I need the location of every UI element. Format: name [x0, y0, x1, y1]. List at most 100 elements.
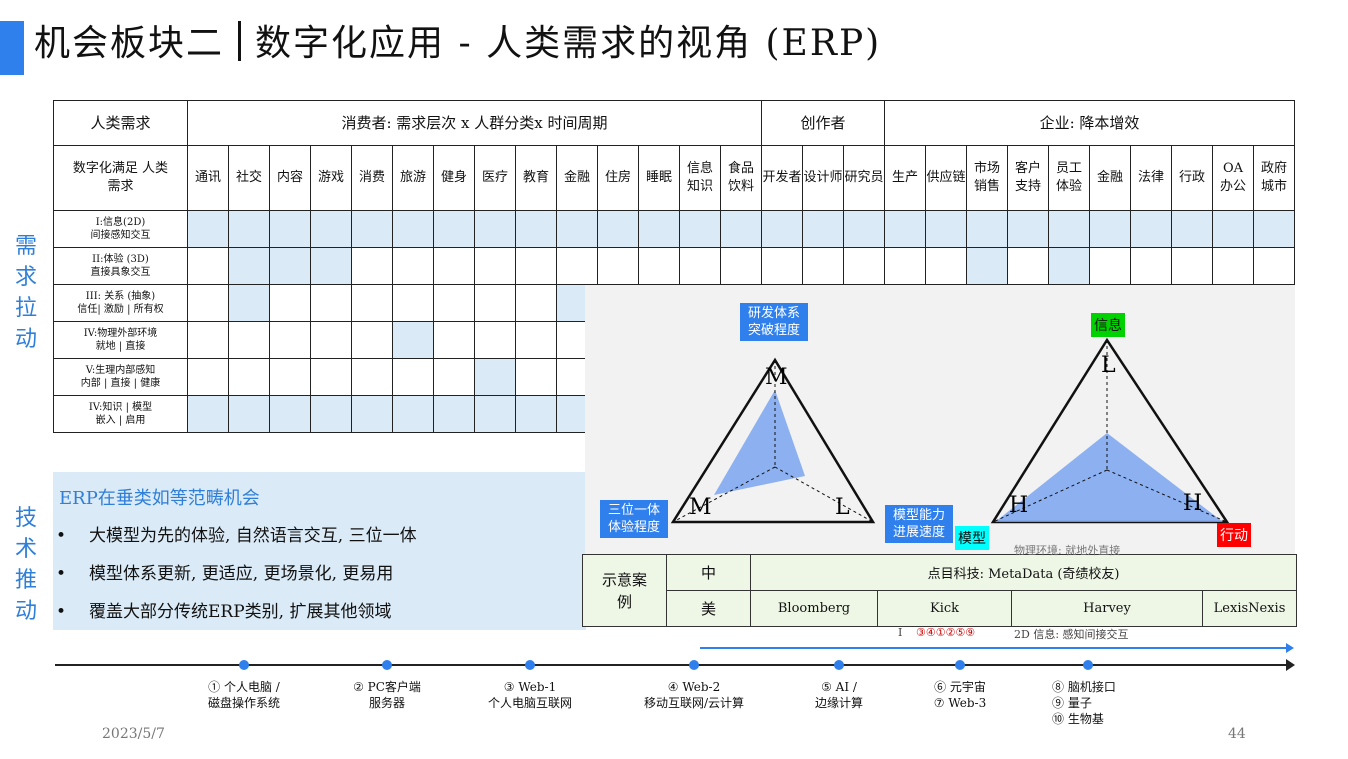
case-cn: 点目科技: MetaData (奇绩校友): [749, 554, 1298, 591]
table-cell: [474, 210, 516, 248]
erp-opportunity-box: ERP在垂类如等范畴机会 大模型为先的体验, 自然语言交互, 三位一体 模型体系…: [53, 472, 586, 630]
label-rd-breakthrough: 研发体系突破程度: [740, 303, 808, 341]
column-header: 客户支持: [1007, 145, 1049, 211]
timeline-progress-line: [700, 643, 1294, 653]
page-number: 44: [1228, 726, 1246, 742]
timeline-dot: [239, 660, 249, 670]
row-label: I:信息(2D)间接感知交互: [53, 210, 188, 248]
table-cell: [1007, 210, 1049, 248]
left-vertex-left: M: [689, 495, 712, 520]
column-header: 设计师: [802, 145, 844, 211]
table-cell: [187, 321, 229, 359]
triangle-diagrams: M M L L H H: [670, 337, 1230, 524]
table-cell: [351, 247, 393, 285]
row-label-line1: IV:物理外部环境: [83, 328, 158, 339]
table-row: II:体验 (3D)直接具象交互: [53, 247, 1295, 285]
timeline-dot: [689, 660, 699, 670]
side-label-demand: 需求拉动: [14, 234, 37, 352]
column-header: 市场销售: [966, 145, 1008, 211]
table-cell: [351, 358, 393, 396]
list-item: 覆盖大部分传统ERP类别, 扩展其他领域: [53, 598, 417, 636]
table-cell: [187, 284, 229, 322]
row-label-line2: 就地 | 直接: [95, 341, 146, 352]
row-label-line1: I:信息(2D): [95, 217, 146, 228]
table-cell: [474, 395, 516, 433]
table-cell: [925, 210, 967, 248]
table-cell: [515, 358, 557, 396]
row-label: III: 关系 (抽象)信任| 激励 | 所有权: [53, 284, 188, 322]
table-cell: [433, 395, 475, 433]
table-cell: [515, 210, 557, 248]
table-cell: [433, 210, 475, 248]
column-header: OA办公: [1212, 145, 1254, 211]
row-label: V:生理内部感知内部 | 直接 | 健康: [53, 358, 188, 396]
row-label: II:体验 (3D)直接具象交互: [53, 247, 188, 285]
column-header: 教育: [515, 145, 557, 211]
page-title: 机会板块二数字化应用 - 人类需求的视角 (ERP): [34, 14, 881, 66]
table-cell: [310, 247, 352, 285]
table-cell: [392, 358, 434, 396]
column-header: 政府城市: [1253, 145, 1295, 211]
timeline-label-line1: ② PC客户端: [353, 680, 421, 694]
label-model: 模型: [955, 526, 989, 550]
table-cell: [310, 210, 352, 248]
left-vertex-right: L: [835, 495, 850, 520]
left-axis-left: [672, 466, 776, 523]
row-label-line1: IV:知识 | 模型: [88, 402, 153, 413]
table-cell: [351, 210, 393, 248]
list-item: 大模型为先的体验, 自然语言交互, 三位一体: [53, 522, 417, 560]
table-cell: [1171, 247, 1213, 285]
column-header: 消费: [351, 145, 393, 211]
table-cell: [1253, 247, 1295, 285]
table-cell: [515, 321, 557, 359]
table-header-row: 人类需求 消费者: 需求层次 x 人群分类x 时间周期 创作者 企业: 降本增效: [53, 100, 1295, 146]
title-divider: [238, 21, 242, 61]
row-label-line1: V:生理内部感知: [85, 365, 156, 376]
right-radar-area: [995, 433, 1223, 522]
header-enterprise: 企业: 降本增效: [884, 100, 1295, 146]
table-cell: [1048, 247, 1090, 285]
table-cell: [310, 395, 352, 433]
column-header: 内容: [269, 145, 311, 211]
table-cell: [269, 247, 311, 285]
timeline-label-line2: 磁盘操作系统: [207, 696, 280, 710]
column-header: 金融: [1089, 145, 1131, 211]
timeline-label-line2: 服务器: [368, 696, 405, 710]
table-cell: [269, 284, 311, 322]
table-cell: [269, 321, 311, 359]
table-cell: [515, 395, 557, 433]
table-cell: [556, 210, 598, 248]
column-header: 睡眠: [638, 145, 680, 211]
case-harvey: Harvey: [1011, 590, 1203, 627]
table-cell: [351, 395, 393, 433]
table-cell: [474, 358, 516, 396]
timeline-label: ① 个人电脑 /磁盘操作系统: [174, 679, 314, 711]
table-cell: [1007, 247, 1049, 285]
table-cell: [228, 358, 270, 396]
column-header: 医疗: [474, 145, 516, 211]
table-cell: [1253, 210, 1295, 248]
column-header: 社交: [228, 145, 270, 211]
row-label-line2: 直接具象交互: [90, 267, 151, 278]
column-header: 生产: [884, 145, 926, 211]
table-cell: [515, 284, 557, 322]
table-cell: [515, 247, 557, 285]
hidden-text-line1: ③④①②⑤⑨: [916, 626, 976, 639]
table-cell: [1089, 247, 1131, 285]
label-trinity-experience: 三位一体体验程度: [600, 500, 668, 538]
table-cell: [474, 247, 516, 285]
table-cell: [679, 210, 721, 248]
needs-matrix-table: 人类需求 消费者: 需求层次 x 人群分类x 时间周期 创作者 企业: 降本增效…: [53, 100, 1295, 433]
table-cell: [392, 210, 434, 248]
header-consumer: 消费者: 需求层次 x 人群分类x 时间周期: [187, 100, 762, 146]
left-axis-right: [774, 466, 874, 523]
table-cell: [310, 321, 352, 359]
subheader-label: 数字化满足 人类需求: [53, 145, 188, 211]
left-triangle: [670, 357, 876, 524]
table-cell: [720, 210, 762, 248]
table-cell: [1212, 210, 1254, 248]
hidden-text-line2: 2D 信息: 感知间接交互: [1014, 628, 1129, 641]
region-cn: 中: [666, 554, 751, 591]
timeline-axis: [55, 659, 1295, 671]
